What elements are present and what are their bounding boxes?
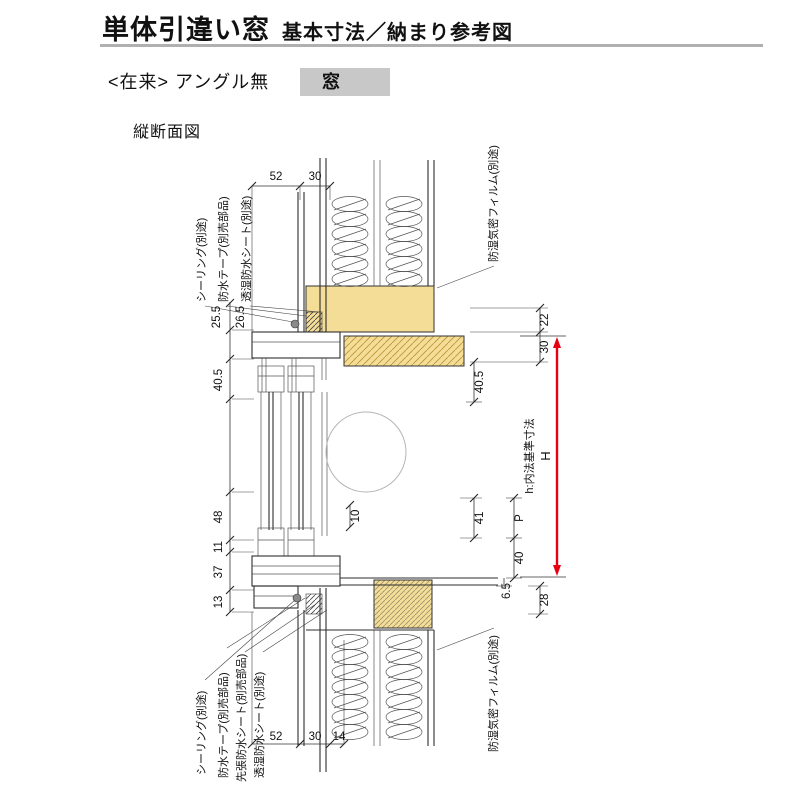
dim-right-6-5: 6.5	[501, 583, 513, 599]
dim-left-13: 13	[213, 596, 225, 609]
page-subtitle: 基本寸法／納まり参考図	[282, 22, 513, 44]
dim-left-26-5: 26.5	[235, 306, 247, 328]
waterproof-tape-bottom	[305, 593, 323, 615]
part-labels: シーリング(別途) 防水テープ(別売部品) 透湿防水シート(別途) 防湿気密フィ…	[194, 145, 500, 782]
dim-height-note: h:内法基準寸法	[522, 418, 536, 493]
dim-bottom-52: 52	[270, 731, 283, 743]
wall-above-window	[252, 158, 435, 333]
label-vapor-barrier-top: 防湿気密フィルム(別途)	[486, 145, 500, 262]
dim-right-28: 28	[539, 594, 551, 607]
label-waterproof-tape-top: 防水テープ(別売部品)	[216, 196, 230, 302]
window-sill-frame	[251, 527, 498, 609]
dim-right-22: 22	[539, 314, 551, 327]
page-title: 単体引違い窓	[102, 15, 270, 45]
dim-right-40-5: 40.5	[474, 371, 486, 393]
label-breathable-sheet-bottom: 透湿防水シート(別途)	[252, 672, 266, 778]
sealant-bead-top	[290, 319, 300, 329]
dim-right-40: 40	[514, 552, 526, 565]
label-pre-applied-sheet-bottom: 先張防水シート(別売部品)	[234, 654, 248, 782]
label-sealing-top: シーリング(別途)	[194, 218, 208, 302]
title-divider	[100, 44, 763, 47]
sealing-details	[290, 311, 323, 615]
window-head-frame	[251, 331, 341, 393]
dim-left-40-5: 40.5	[213, 369, 225, 391]
dimension-lines	[225, 181, 548, 749]
label-vapor-barrier-bottom: 防湿気密フィルム(別途)	[486, 635, 500, 752]
dim-left-48: 48	[213, 511, 225, 524]
dim-left-11: 11	[213, 541, 225, 553]
dim-bottom-14: 14	[333, 731, 346, 743]
dim-bottom-30: 30	[309, 731, 322, 743]
window-type-badge: 窓	[300, 68, 390, 96]
dim-top-30: 30	[309, 171, 322, 183]
dim-mid-10: 10	[350, 510, 362, 523]
wood-framing	[305, 285, 465, 629]
waterproof-tape-top	[305, 311, 323, 333]
height-dimension-arrow	[520, 335, 566, 578]
dim-height-h: H	[538, 451, 553, 460]
sliding-sashes-glazing	[260, 392, 407, 536]
construction-type-label: <在来> アングル無	[108, 72, 270, 92]
wall-below-window	[297, 588, 435, 772]
dim-right-30: 30	[539, 341, 551, 354]
dim-right-p: P	[514, 514, 526, 522]
dim-right-41: 41	[474, 512, 486, 525]
dim-top-52: 52	[270, 171, 283, 183]
label-sealing-bottom: シーリング(別途)	[194, 691, 208, 775]
dim-left-37: 37	[213, 566, 225, 579]
leader-lines	[204, 265, 495, 681]
dim-left-25-5: 25.5	[211, 306, 223, 328]
section-title: 縦断面図	[133, 124, 202, 141]
label-waterproof-tape-bottom: 防水テープ(別売部品)	[216, 672, 230, 778]
dimension-labels: 52 30 52 30 14 25.5 26.5 40.5 48 11 37 1…	[211, 171, 553, 743]
insulation-batts	[331, 196, 423, 740]
detail-circle	[325, 411, 407, 493]
label-breathable-sheet-top: 透湿防水シート(別途)	[239, 196, 253, 302]
page-header: 単体引違い窓 基本寸法／納まり参考図	[102, 8, 513, 47]
